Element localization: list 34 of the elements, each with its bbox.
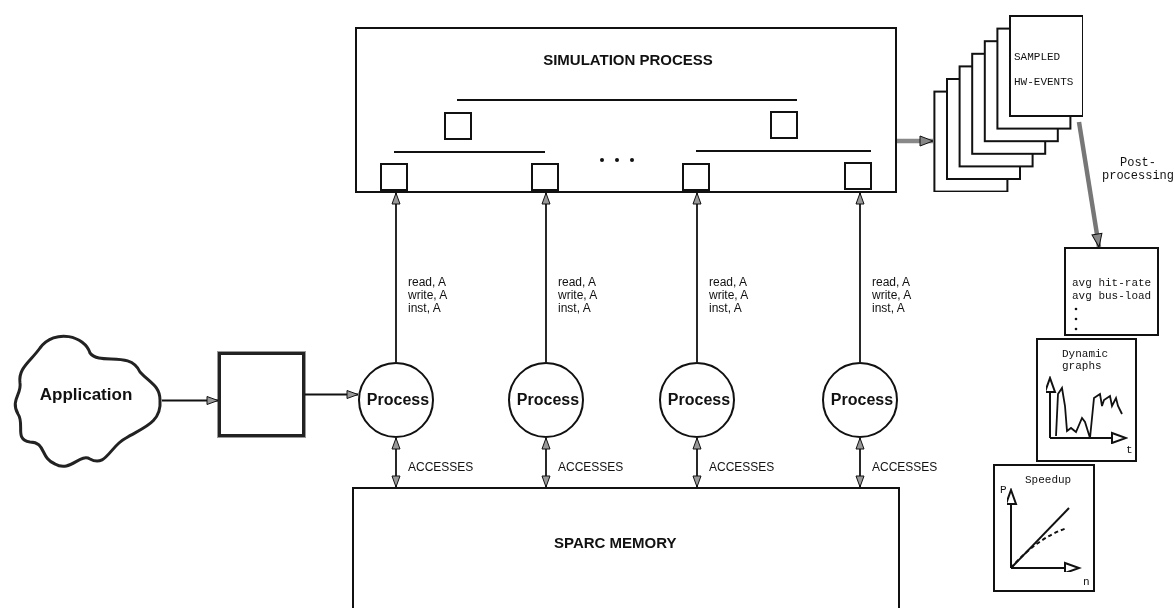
axis-label: t [1126,444,1134,456]
chart-title: Speedup [1025,474,1073,486]
arrow [855,192,865,363]
arrow [1076,121,1103,248]
stat-text: avg hit-rate avg bus-load [1072,277,1153,303]
node-label: Process [666,391,732,409]
edge-label: Post- processing [1102,157,1174,183]
arrow [541,192,551,363]
arrow [897,135,934,147]
page-stack [933,15,1083,192]
arrow [161,396,219,405]
node-label: Process [829,391,895,409]
axis-label: P [1000,484,1008,496]
double-arrow [855,437,865,488]
memory-box [352,487,900,608]
page-text: SAMPLED HW-EVENTS [1014,50,1075,90]
chart-title: Dynamic graphs [1062,348,1110,372]
arrow [304,390,359,399]
node-label: Process [365,391,431,409]
node-label: Application [38,385,134,405]
axis-label: n [1083,576,1091,588]
double-arrow [391,437,401,488]
arrow [692,192,702,363]
arrow [391,192,401,363]
chart-card [993,464,1095,592]
node-label: Process [515,391,581,409]
square-box [218,352,305,437]
box-title: SIMULATION PROCESS [542,51,714,68]
result-card [1064,247,1159,336]
double-arrow [541,437,551,488]
graph-card [1036,338,1137,462]
box-title: SPARC MEMORY [554,534,678,551]
simulation-process-box [355,27,897,193]
double-arrow [692,437,702,488]
